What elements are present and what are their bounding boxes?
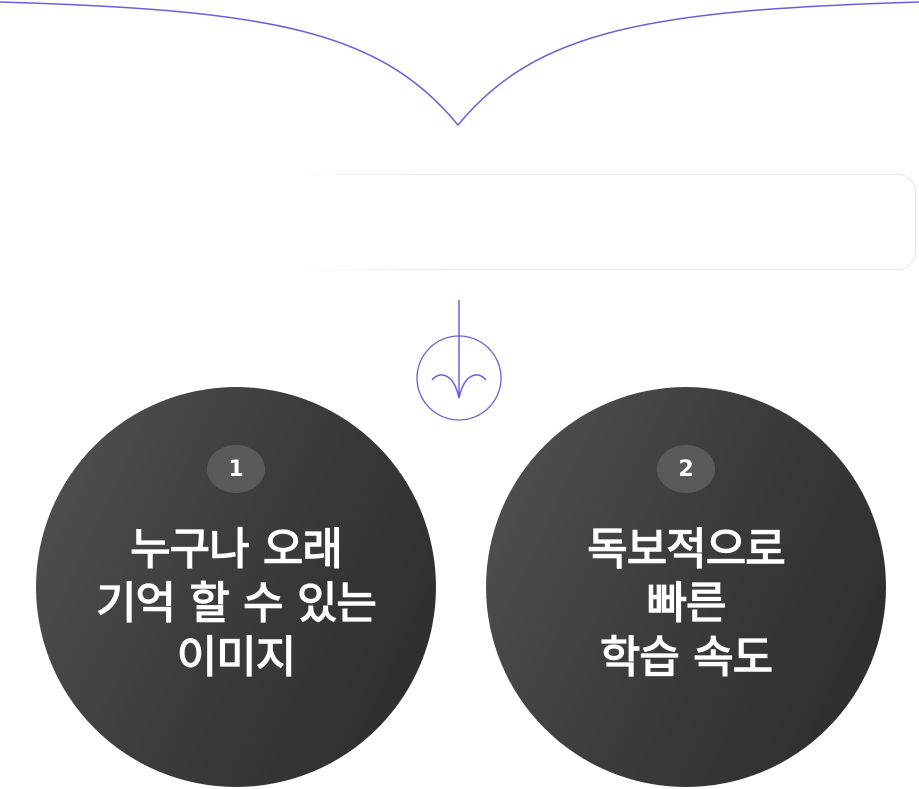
feature-title: 독보적으로 빠른 학습 속도 <box>587 523 785 685</box>
feature-title-line: 독보적으로 <box>587 524 785 575</box>
feature-card-1: 1 누구나 오래 기억 할 수 있는 이미지 <box>36 387 436 787</box>
funnel-curve-line <box>0 1 919 127</box>
feature-title-line: 빠른 <box>646 578 727 629</box>
feature-title-line: 이미지 <box>176 632 296 683</box>
feature-title-line: 학습 속도 <box>599 632 773 683</box>
feature-title-line: 누구나 오래 <box>130 524 343 575</box>
empty-text-box <box>289 173 916 271</box>
feature-title: 누구나 오래 기억 할 수 있는 이미지 <box>96 523 377 685</box>
number-badge: 2 <box>657 445 715 493</box>
feature-title-line: 기억 할 수 있는 <box>96 578 377 629</box>
number-badge: 1 <box>207 445 265 493</box>
feature-card-2: 2 독보적으로 빠른 학습 속도 <box>486 387 886 787</box>
down-arrow-circle-icon <box>416 300 502 421</box>
